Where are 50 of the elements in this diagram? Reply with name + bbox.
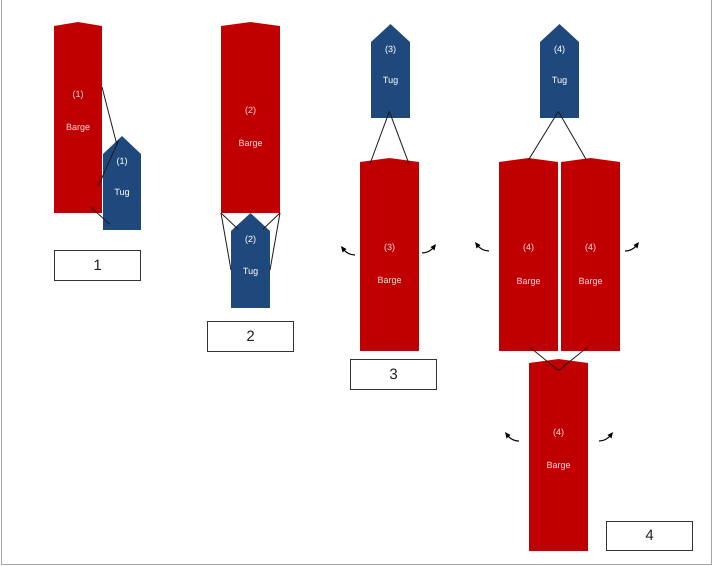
vessel-number: (4) — [522, 241, 535, 253]
barge-shape — [529, 359, 588, 551]
vessel-label: Barge — [577, 275, 604, 287]
vessel-number: (4) — [552, 426, 565, 438]
tow-line — [388, 110, 410, 164]
barge-shape — [54, 22, 102, 213]
panel-number-box — [606, 521, 693, 551]
vessel-number: (4) — [553, 43, 566, 55]
vessel-label: Barge — [376, 274, 403, 286]
vessel-number: (1) — [116, 155, 128, 167]
vessel-number: (4) — [584, 241, 597, 253]
tug-shape — [231, 213, 270, 308]
vessel-label: Tug — [242, 265, 260, 277]
vessel-label: Barge — [237, 137, 264, 149]
tow-line — [370, 110, 390, 164]
barge-shape — [499, 158, 558, 351]
tow-line — [220, 212, 232, 270]
panel-number: 2 — [246, 328, 255, 346]
vessel-label: Tug — [113, 186, 131, 198]
tow-line — [262, 212, 280, 230]
vessel-label: Barge — [545, 459, 572, 471]
tow-line — [558, 110, 587, 160]
tug-shape — [540, 24, 579, 118]
panel-number-box — [54, 250, 141, 281]
tow-line — [270, 212, 280, 270]
tow-line — [220, 212, 239, 230]
vessel-number: (2) — [244, 104, 257, 116]
panel-number: 3 — [389, 366, 398, 384]
tow-line — [529, 346, 559, 372]
barge-shape — [561, 158, 620, 351]
tow-line — [558, 346, 588, 372]
vessel-number: (3) — [383, 241, 396, 253]
barge-shape — [221, 22, 280, 213]
vessel-label: Barge — [64, 121, 92, 133]
tow-line — [90, 206, 110, 225]
tow-line — [102, 86, 118, 146]
panel-number-box — [207, 321, 294, 352]
tow-line — [528, 110, 559, 160]
panel-number: 1 — [93, 256, 102, 274]
vessel-number: (1) — [72, 88, 84, 100]
vessel-label: Tug — [550, 74, 568, 86]
panel-number: 4 — [645, 527, 654, 545]
barge-shape — [360, 158, 419, 351]
vessel-label: Barge — [515, 275, 542, 287]
tow-line — [98, 139, 120, 187]
panel-number-box — [350, 359, 437, 390]
tug-shape — [371, 24, 410, 118]
vessel-number: (3) — [384, 43, 397, 55]
vessel-label: Tug — [382, 74, 400, 86]
vessel-number: (2) — [244, 233, 257, 245]
